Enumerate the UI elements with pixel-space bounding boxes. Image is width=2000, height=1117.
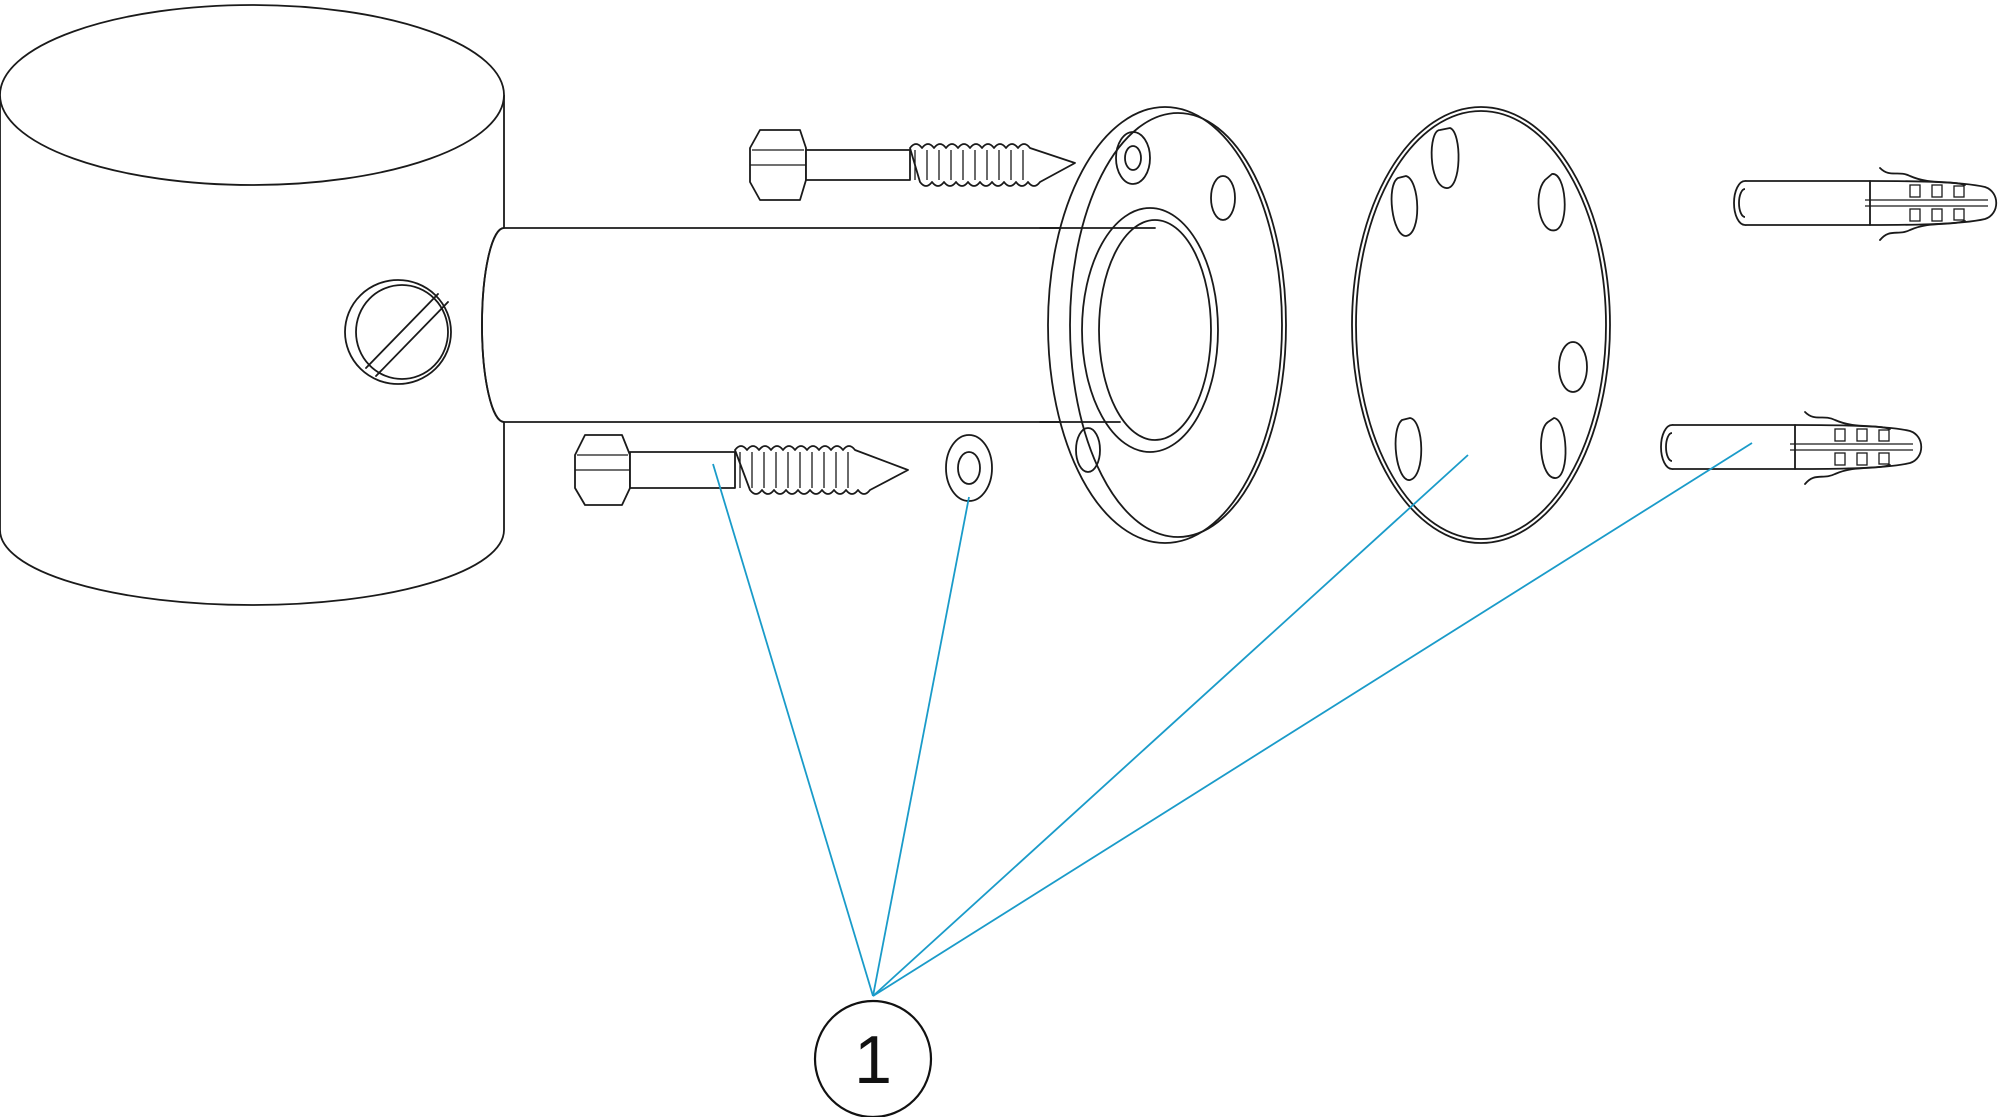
- cylinder-head: [0, 4, 505, 606]
- leader-line-gasket: [872, 454, 1469, 997]
- lower-lag-bolt: [574, 434, 909, 506]
- lower-wall-plug: [1660, 411, 1923, 485]
- upper-lag-bolt: [749, 129, 1076, 201]
- leader-line-lag-bolt: [712, 463, 874, 997]
- slotted-set-screw: [344, 279, 452, 385]
- round-bar: [481, 227, 1156, 423]
- callout-bubble: 1: [813, 999, 933, 1117]
- gasket-plate: [1351, 106, 1611, 544]
- leader-line-wall-plug: [872, 442, 1753, 997]
- washer: [945, 434, 993, 502]
- callout-leader-lines: [712, 442, 1753, 997]
- upper-wall-plug: [1733, 167, 1998, 241]
- wall-flange: [1039, 106, 1287, 544]
- callout-number: 1: [854, 1022, 892, 1098]
- leader-line-washer: [872, 496, 970, 997]
- callout-circle: [813, 999, 933, 1117]
